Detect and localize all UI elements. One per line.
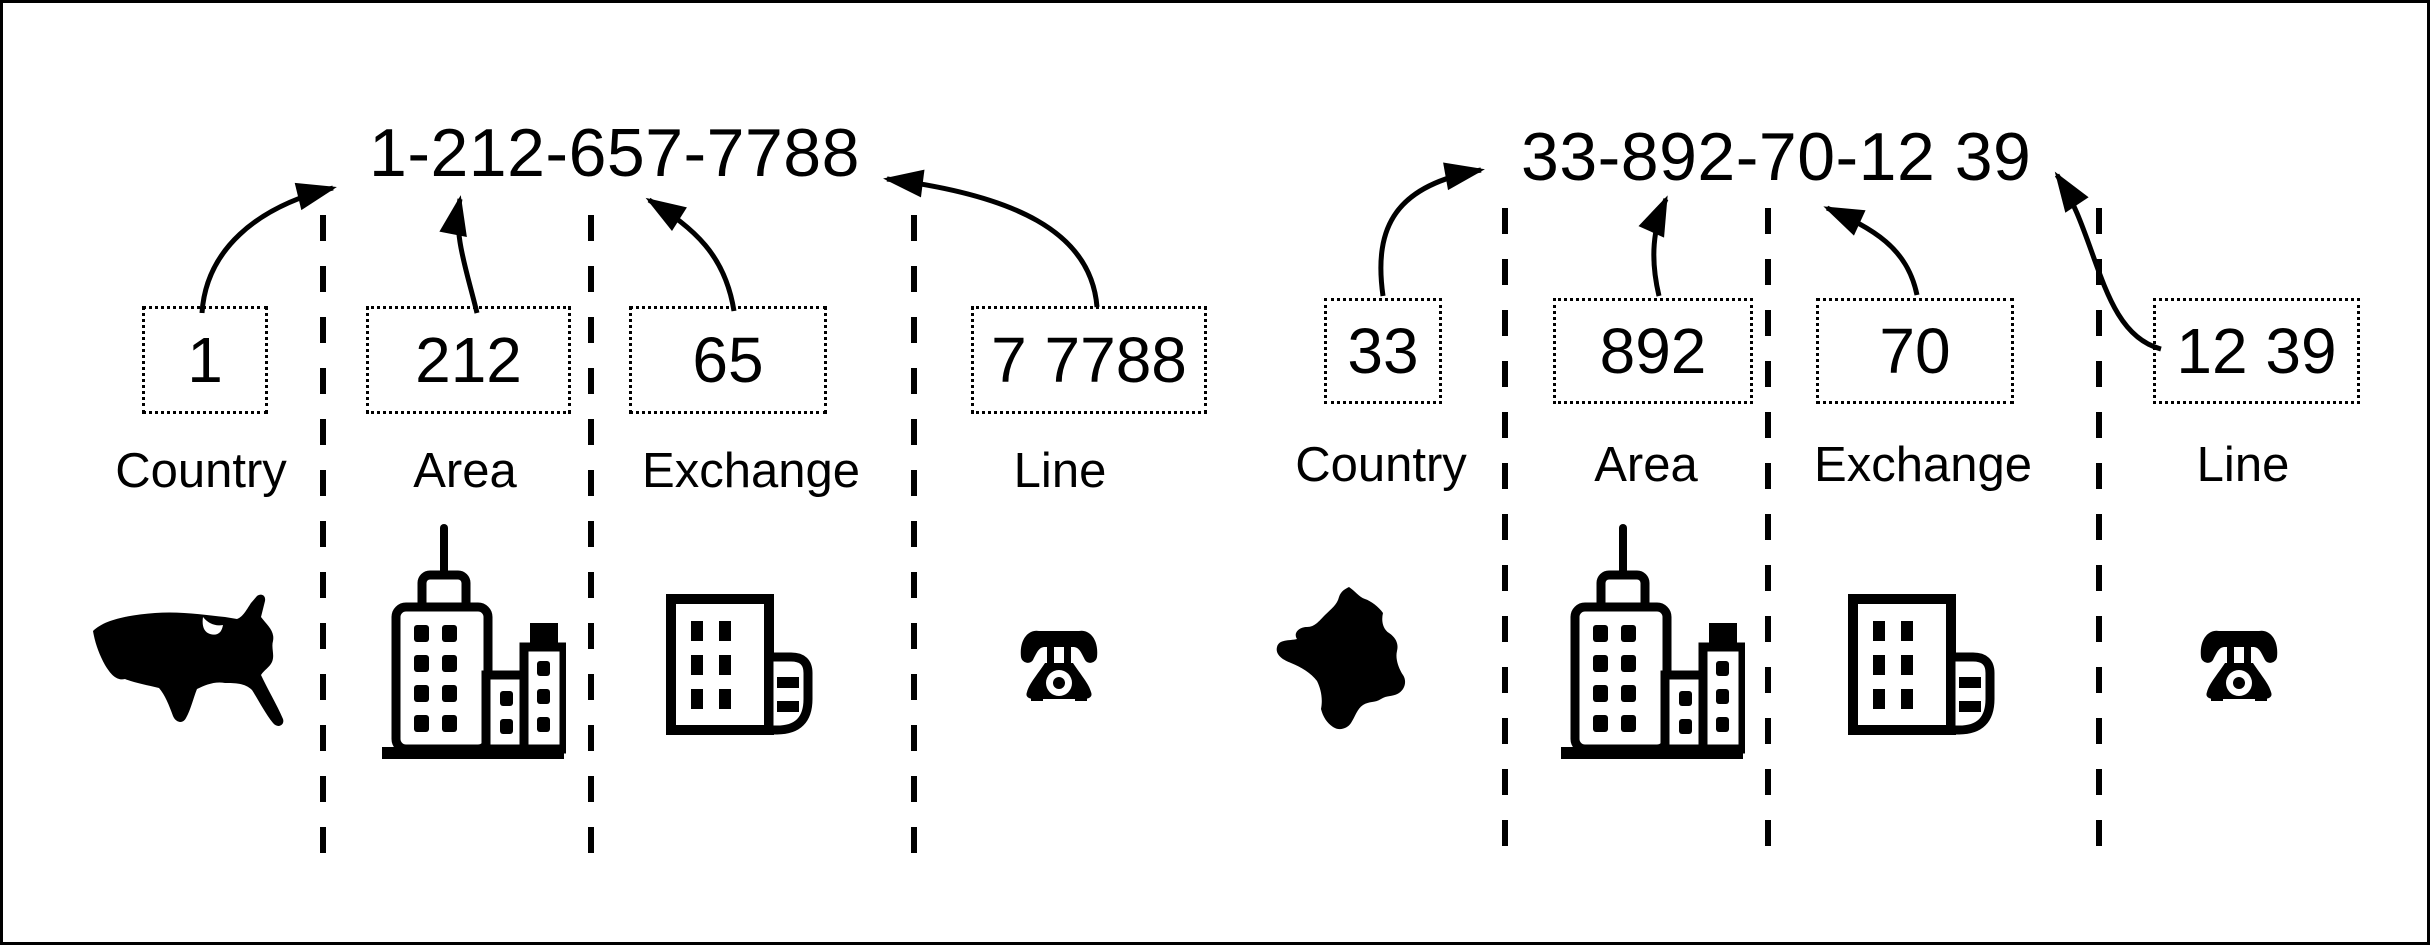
fr-line-number-box: 12 39 [2153, 298, 2360, 404]
us-country-code-box: 1 [142, 306, 268, 414]
us-country-label: Country [115, 444, 287, 498]
fr-line-label: Line [2196, 438, 2290, 492]
arrow-us-country [199, 182, 337, 314]
city-buildings-icon [382, 524, 566, 759]
arrow-us-exchange [645, 197, 737, 312]
arrows-and-dividers-overlay [199, 162, 2162, 871]
office-building-icon [1848, 594, 1995, 735]
us-area-label: Area [413, 444, 517, 498]
france-map-icon [1276, 587, 1406, 730]
arrow-fr-line [2054, 171, 2162, 352]
us-exchange-label: Exchange [642, 444, 860, 498]
fr-country-label: Country [1295, 438, 1467, 492]
arrow-fr-country [1378, 162, 1485, 297]
fr-exchange-label: Exchange [1814, 438, 2032, 492]
us-phone-number: 1-212-657-7788 [369, 115, 860, 191]
france-phone-number: 33-892-70-12 39 [1521, 119, 2032, 195]
office-building-icon [666, 594, 813, 735]
arrow-us-area [439, 195, 480, 314]
fr-area-label: Area [1594, 438, 1698, 492]
arrow-fr-area [1638, 195, 1669, 297]
fr-country-code-box: 33 [1324, 298, 1442, 404]
arrow-fr-exchange [1823, 205, 1920, 296]
arrow-us-line [883, 169, 1100, 308]
us-arrows [199, 169, 1100, 314]
rotary-phone-icon [1020, 630, 1098, 701]
city-buildings-icon [1561, 524, 1745, 759]
france-arrows [1378, 162, 2162, 352]
column-divider-lines [320, 208, 2102, 871]
us-exchange-code-box: 65 [629, 306, 827, 414]
us-line-number-box: 7 7788 [971, 306, 1207, 414]
us-area-code-box: 212 [366, 306, 571, 414]
fr-exchange-code-box: 70 [1816, 298, 2014, 404]
rotary-phone-icon [2200, 630, 2278, 701]
us-line-label: Line [1013, 444, 1107, 498]
fr-area-code-box: 892 [1553, 298, 1753, 404]
usa-map-icon [93, 594, 284, 726]
